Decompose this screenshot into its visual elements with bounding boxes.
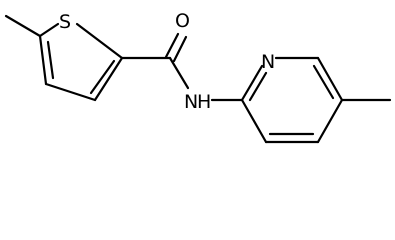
amide-hydrogen-atom-label: H (197, 91, 211, 113)
bond-c5-c4 (316, 98, 344, 144)
amide-nitrogen-atom-label: N (184, 91, 198, 113)
amide-group (120, 32, 244, 102)
bond-c3-c4 (44, 82, 97, 102)
bond-c4-c5 (38, 34, 48, 86)
sulfur-atom-label: S (59, 11, 71, 33)
pyridine-ring (240, 56, 392, 144)
bond-c2-c3 (93, 56, 124, 102)
thiophene-ring (4, 14, 124, 102)
molecule-structure-diagram: S O N N H (4, 10, 392, 144)
oxygen-atom-label: O (175, 10, 190, 32)
bond-s1-c2 (75, 22, 124, 60)
methyl-bond-thiophene (4, 14, 42, 38)
bond-c5-s1 (38, 22, 60, 38)
bond-c2-n1 (240, 64, 264, 102)
bond-c2-c3-inner (89, 59, 116, 95)
bond-c3-c2 (240, 98, 268, 144)
bond-c2-n1-inner (248, 71, 268, 102)
bond-c4-c5-inner (46, 40, 55, 80)
carbonyl-double-bond-b (172, 35, 188, 63)
pyridine-nitrogen-atom-label: N (261, 51, 275, 73)
bond-c6-c5-inner (312, 64, 335, 100)
bond-carbonyl-nh (168, 56, 190, 90)
bond-c6-c5 (316, 56, 344, 102)
carbonyl-double-bond-a (164, 32, 180, 59)
